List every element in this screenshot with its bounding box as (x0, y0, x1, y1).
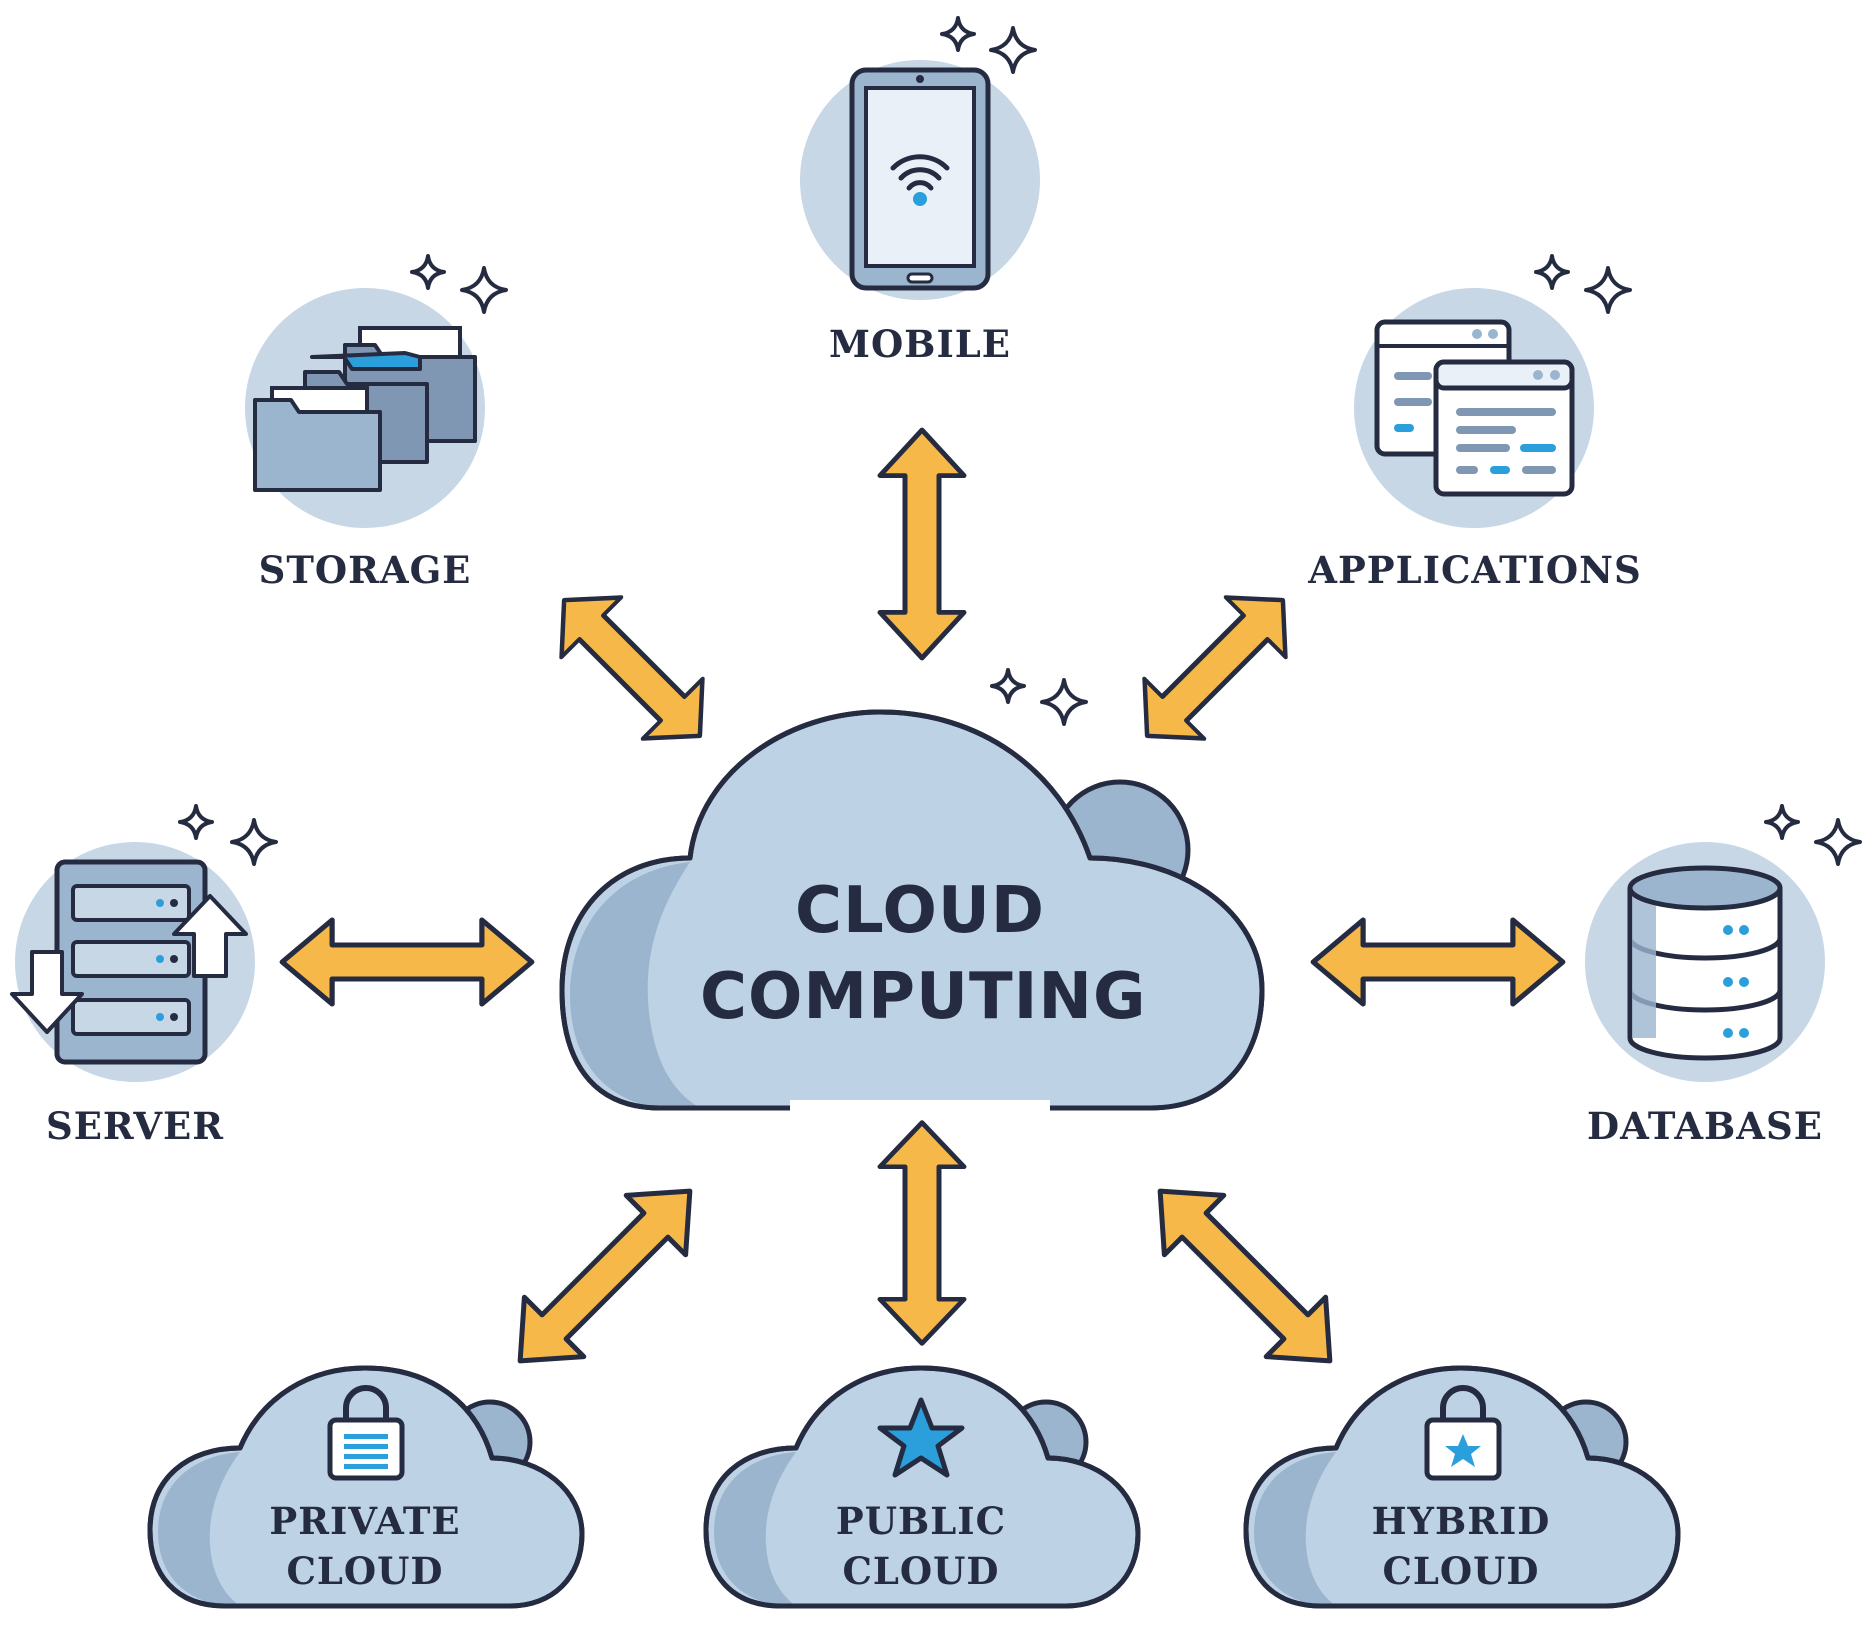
public-cloud-node (703, 1365, 1141, 1609)
label-hybrid-cloud-line1: HYBRID (1371, 1499, 1551, 1543)
center-title: CLOUD COMPUTING (700, 868, 1147, 1040)
folders-icon (253, 326, 477, 492)
arrow-public-cloud (880, 1123, 964, 1344)
arrow-storage (534, 570, 729, 765)
label-hybrid-cloud-line2: CLOUD (1382, 1549, 1540, 1593)
lock-icon (327, 1385, 405, 1481)
upload-arrow-icon (172, 894, 248, 978)
label-server: SERVER (45, 1104, 224, 1148)
private-cloud-node (147, 1365, 585, 1609)
arrow-hybrid-cloud (1130, 1161, 1359, 1390)
applications-node (1354, 254, 1632, 528)
download-arrow-icon (10, 950, 84, 1034)
mobile-node (800, 16, 1040, 300)
arrow-mobile (880, 430, 964, 658)
label-public-cloud-line1: PUBLIC (835, 1499, 1007, 1543)
label-mobile: MOBILE (829, 322, 1011, 366)
arrow-server (282, 920, 532, 1004)
label-private-cloud-line2: CLOUD (286, 1549, 444, 1593)
label-applications: APPLICATIONS (1308, 548, 1642, 592)
center-title-line1: CLOUD (795, 874, 1045, 948)
database-node (1585, 804, 1862, 1082)
arrow-applications (1117, 570, 1312, 765)
central-sparkles (990, 668, 1088, 726)
label-public-cloud: PUBLIC CLOUD (811, 1496, 1031, 1596)
label-public-cloud-line2: CLOUD (842, 1549, 1000, 1593)
tablet-icon (849, 67, 991, 291)
lock-star-icon (1424, 1385, 1502, 1481)
server-node (10, 804, 278, 1082)
label-private-cloud: PRIVATE CLOUD (255, 1496, 475, 1596)
arrow-database (1313, 920, 1563, 1004)
app-windows-icon (1374, 319, 1575, 497)
star-icon (877, 1397, 965, 1478)
center-title-line2: COMPUTING (700, 960, 1147, 1034)
label-hybrid-cloud: HYBRID CLOUD (1351, 1496, 1571, 1596)
storage-node (245, 254, 508, 528)
label-database: DATABASE (1587, 1104, 1823, 1148)
arrow-private-cloud (490, 1161, 719, 1390)
central-cloud (559, 709, 1265, 1114)
server-rack-icon (54, 859, 208, 1065)
label-storage: STORAGE (258, 548, 472, 592)
hybrid-cloud-node (1243, 1365, 1681, 1609)
label-private-cloud-line1: PRIVATE (269, 1499, 461, 1543)
database-icon (1627, 865, 1783, 1061)
